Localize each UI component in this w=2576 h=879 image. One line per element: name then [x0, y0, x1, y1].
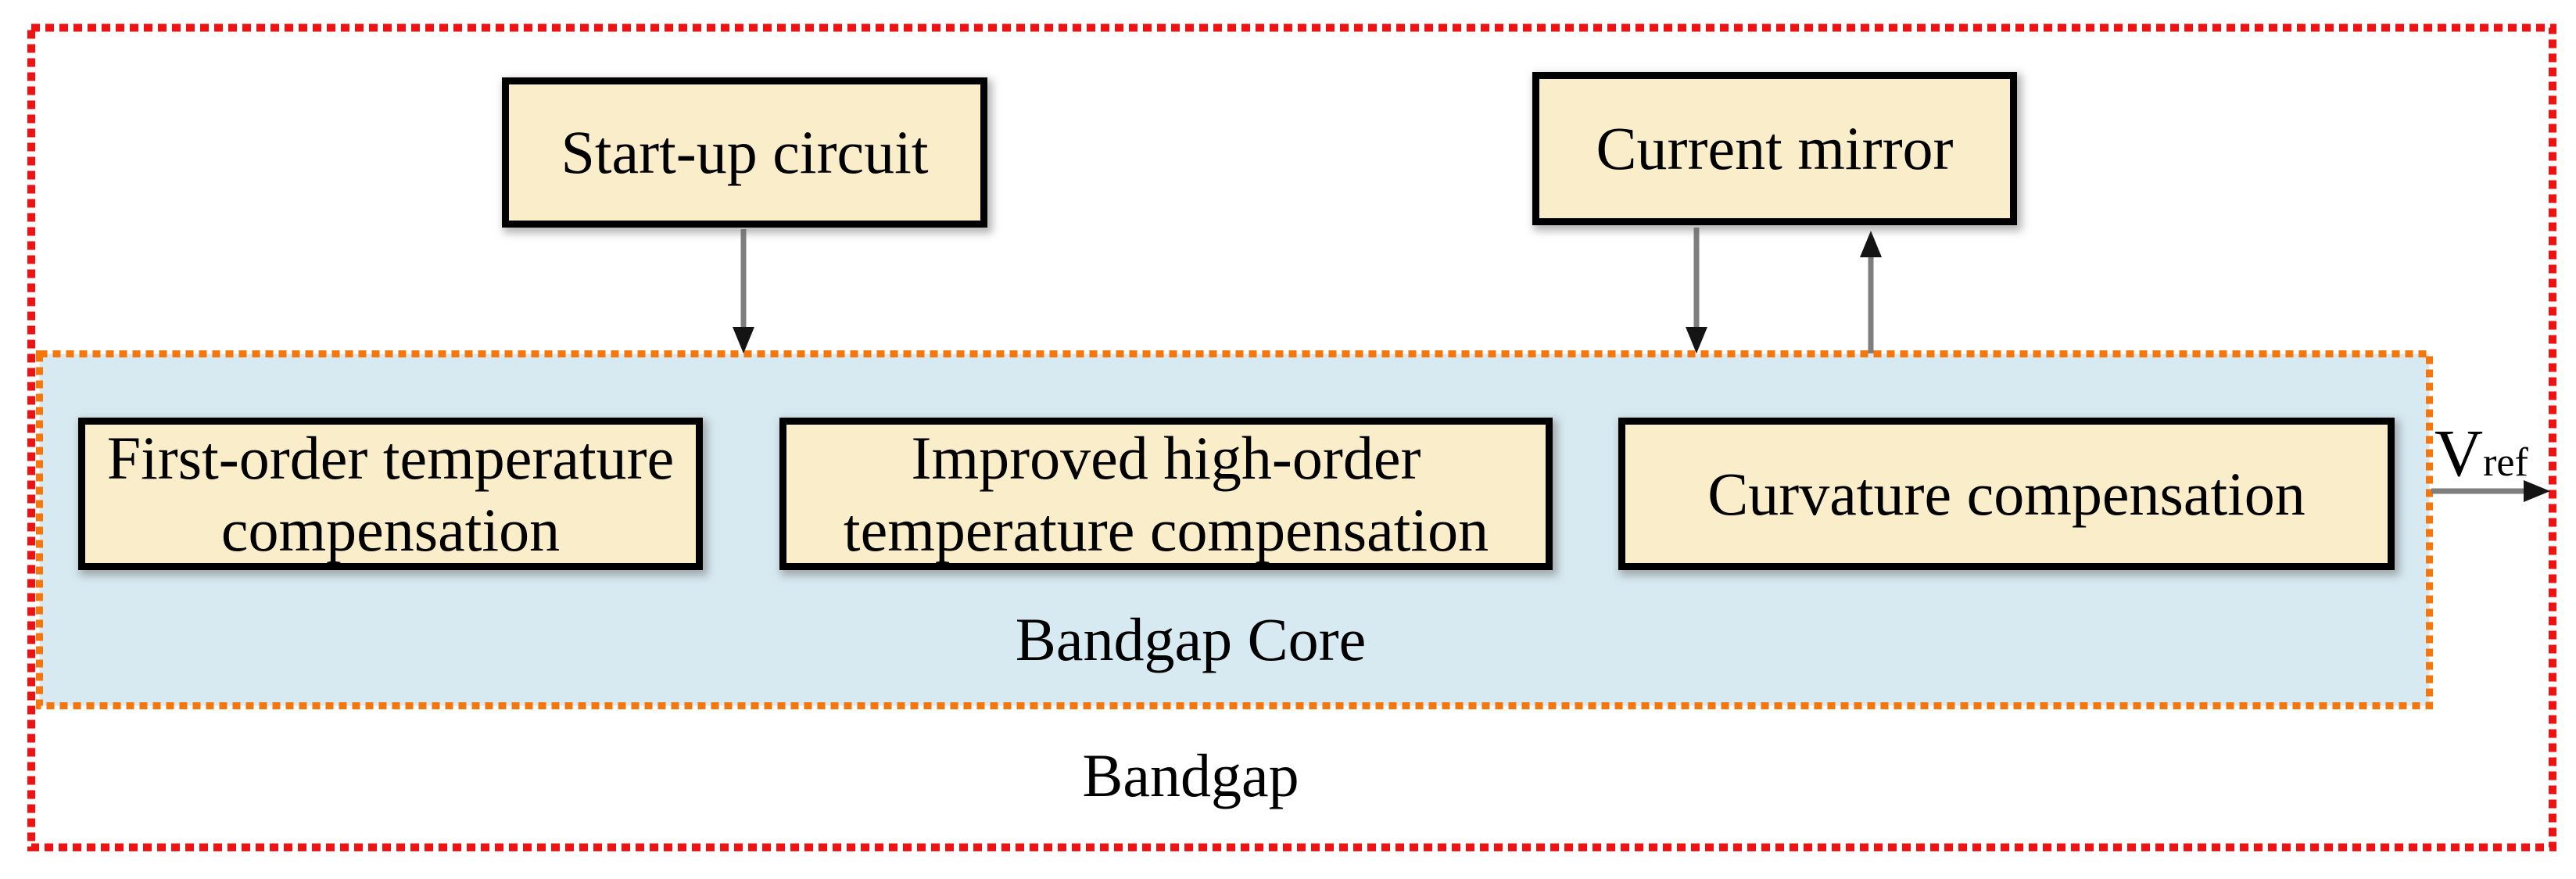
core-to-mirror-arrowhead-icon — [1860, 231, 1882, 257]
first-order-compensation-block: First-order temperature compensation — [78, 418, 703, 570]
vref-symbol: V — [2434, 415, 2484, 490]
high-order-compensation-block: Improved high-order temperature compensa… — [779, 418, 1553, 570]
vref-output-arrowhead-icon — [2524, 480, 2550, 502]
current-mirror-label: Current mirror — [1596, 114, 1954, 183]
curvature-compensation-block: Curvature compensation — [1618, 418, 2395, 570]
startup-circuit-block: Start-up circuit — [502, 77, 987, 228]
bandgap-core-label: Bandgap Core — [1015, 605, 1367, 673]
mirror-to-core-arrowhead-icon — [1686, 327, 1707, 353]
vref-subscript: ref — [2483, 440, 2528, 485]
startup-to-core-arrowhead-icon — [733, 327, 754, 353]
current-mirror-block: Current mirror — [1532, 72, 2017, 225]
bandgap-label: Bandgap — [1082, 741, 1299, 809]
first-order-compensation-label: First-order temperature compensation — [106, 424, 675, 564]
high-order-compensation-label: Improved high-order temperature compensa… — [843, 424, 1489, 564]
startup-circuit-label: Start-up circuit — [561, 118, 929, 187]
bandgap-outer-container — [27, 23, 2556, 852]
curvature-compensation-label: Curvature compensation — [1707, 459, 2306, 528]
vref-output-label: Vref — [2434, 419, 2528, 486]
